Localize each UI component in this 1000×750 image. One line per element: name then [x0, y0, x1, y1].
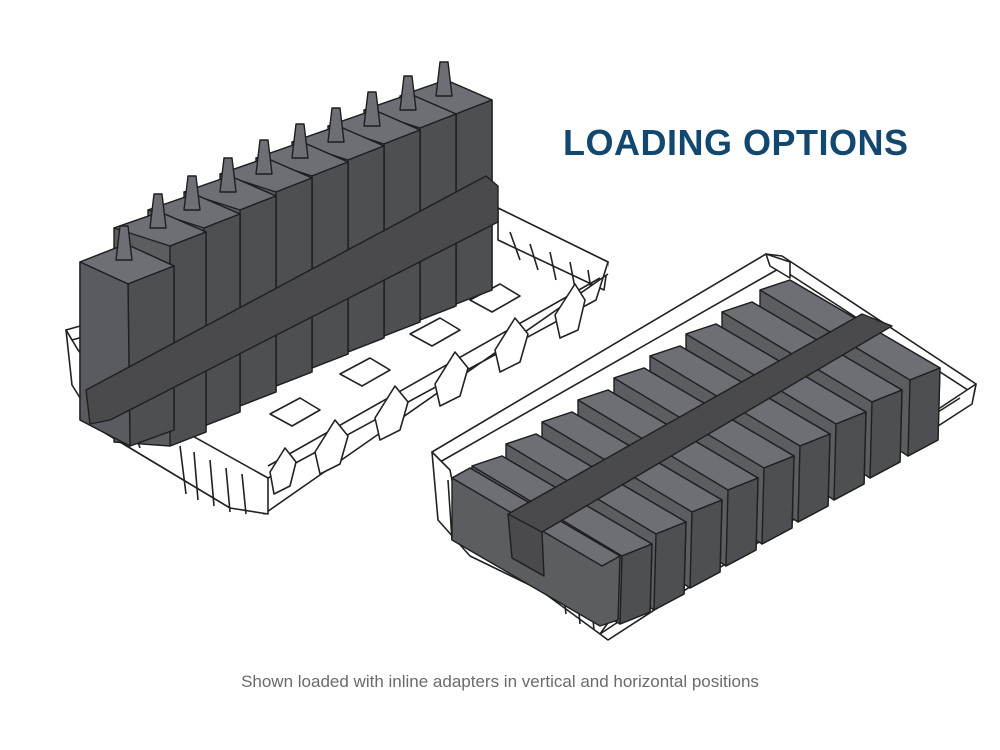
vertical-tray-strap: [85, 175, 499, 425]
page-title: LOADING OPTIONS: [563, 122, 909, 163]
horizontal-tray-strap: [507, 313, 893, 577]
vertical-tray-illustration: [65, 61, 609, 515]
figure-caption: Shown loaded with inline adapters in ver…: [241, 672, 759, 691]
horizontal-tray-illustration: [431, 253, 977, 641]
